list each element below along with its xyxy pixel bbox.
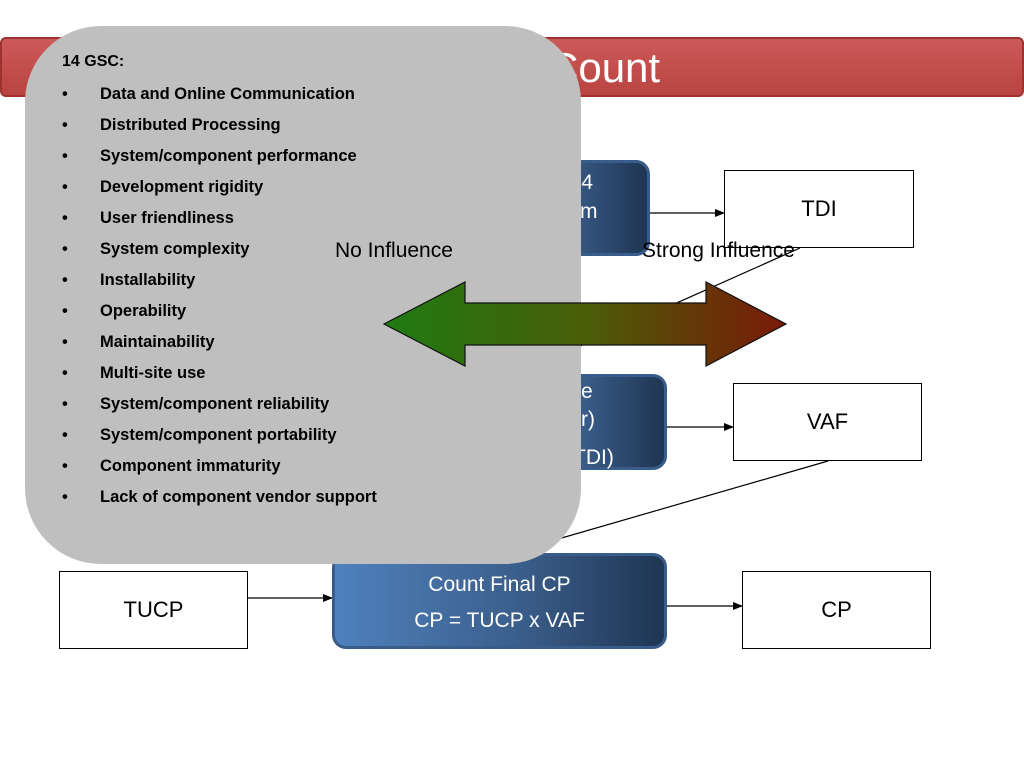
- gsc-item-label: Distributed Processing: [100, 116, 281, 134]
- gsc-heading: 14 GSC:: [62, 53, 125, 70]
- gsc-item: • Lack of component vendor support: [60, 485, 560, 516]
- process-bottom-line-1: Count Final CP: [428, 573, 571, 596]
- gsc-item-label: System/component portability: [100, 426, 337, 444]
- process-box-bottom: Count Final CP CP = TUCP x VAF: [332, 553, 667, 649]
- bullet-icon: •: [62, 240, 68, 258]
- tucp-box: TUCP: [59, 571, 248, 649]
- gsc-item-label: Development rigidity: [100, 178, 264, 196]
- process-bottom-line-2: CP = TUCP x VAF: [414, 609, 585, 632]
- gsc-item-label: System/component reliability: [100, 395, 330, 413]
- influence-double-arrow: [382, 281, 788, 367]
- bullet-icon: •: [62, 116, 68, 134]
- no-influence-label: No Influence: [335, 239, 453, 262]
- bullet-icon: •: [62, 147, 68, 165]
- process-middle-line-1: e: [581, 380, 593, 403]
- bullet-icon: •: [62, 178, 68, 196]
- gsc-item: • Multi-site use: [60, 361, 560, 392]
- gsc-panel: [25, 26, 581, 564]
- gsc-item: • Maintainability: [60, 330, 560, 361]
- bullet-icon: •: [62, 364, 68, 382]
- gsc-item: • Data and Online Communication: [60, 82, 560, 113]
- gsc-item-label: Data and Online Communication: [100, 85, 355, 103]
- bullet-icon: •: [62, 488, 68, 506]
- gsc-item-label: System/component performance: [100, 147, 357, 165]
- bullet-icon: •: [62, 426, 68, 444]
- process-middle-line-2: r): [581, 408, 595, 431]
- gsc-item-label: System complexity: [100, 240, 250, 258]
- gsc-item: • Development rigidity: [60, 175, 560, 206]
- gsc-item: • System complexity: [60, 237, 560, 268]
- bullet-icon: •: [62, 333, 68, 351]
- gsc-item: • System/component reliability: [60, 392, 560, 423]
- bullet-icon: •: [62, 395, 68, 413]
- bullet-icon: •: [62, 457, 68, 475]
- gsc-item: • System/component portability: [60, 423, 560, 454]
- gsc-item-label: User friendliness: [100, 209, 234, 227]
- bullet-icon: •: [62, 271, 68, 289]
- process-middle-line-3: TDI): [573, 446, 614, 469]
- gsc-item-label: Component immaturity: [100, 457, 281, 475]
- vaf-box: VAF: [733, 383, 922, 461]
- gsc-item-label: Operability: [100, 302, 187, 320]
- gsc-item-label: Multi-site use: [100, 364, 206, 382]
- cp-box: CP: [742, 571, 931, 649]
- process-top-line-2: m: [580, 200, 598, 223]
- gsc-item: • Component immaturity: [60, 454, 560, 485]
- tdi-box: TDI: [724, 170, 914, 248]
- gsc-list: • Data and Online Communication • Distribut…: [60, 82, 560, 516]
- gsc-item-label: Installability: [100, 271, 196, 289]
- gsc-item: • System/component performance: [60, 144, 560, 175]
- gsc-item: • Installability: [60, 268, 560, 299]
- bullet-icon: •: [62, 302, 68, 320]
- bullet-icon: •: [62, 85, 68, 103]
- gsc-item-label: Lack of component vendor support: [100, 488, 377, 506]
- connector-vaf-to-bottom: [519, 460, 829, 551]
- gsc-item: • User friendliness: [60, 206, 560, 237]
- gsc-item: • Operability: [60, 299, 560, 330]
- strong-influence-label: Strong Influence: [642, 239, 795, 262]
- bullet-icon: •: [62, 209, 68, 227]
- gsc-item: • Distributed Processing: [60, 113, 560, 144]
- gsc-item-label: Maintainability: [100, 333, 215, 351]
